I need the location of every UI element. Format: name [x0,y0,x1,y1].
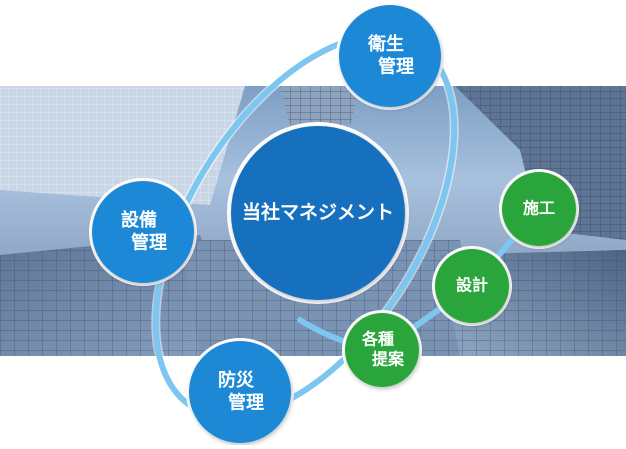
node-sekkei: 設計 [432,246,512,326]
node-seko: 施工 [499,169,579,249]
node-sekkei-label-line-1: 設計 [456,276,488,295]
node-eisei-label-line-1: 衛生 [367,33,404,55]
center-node-label: 当社マネジメント [242,201,394,224]
node-seko-label-line-1: 施工 [523,199,555,218]
node-setsubi-circle [92,181,194,283]
node-bousai-label-line-2: 管理 [228,391,264,413]
node-eisei-circle [339,5,441,107]
node-bousai-label-line-1: 防災 [218,369,255,391]
node-setsubi-label-line-2: 管理 [131,231,167,253]
center-node: 当社マネジメント [227,122,409,304]
node-eisei-label-line-2: 管理 [378,55,414,77]
node-kakushu-label-line-1: 各種 [361,330,394,349]
node-bousai-circle [189,341,291,443]
node-kakushu-circle [345,313,419,387]
node-setsubi-label-line-1: 設備 [121,209,157,231]
center-node-circle [231,126,405,300]
node-seko-circle [502,172,576,246]
node-kakushu-label-line-2: 提案 [372,350,405,369]
node-sekkei-circle [435,249,509,323]
